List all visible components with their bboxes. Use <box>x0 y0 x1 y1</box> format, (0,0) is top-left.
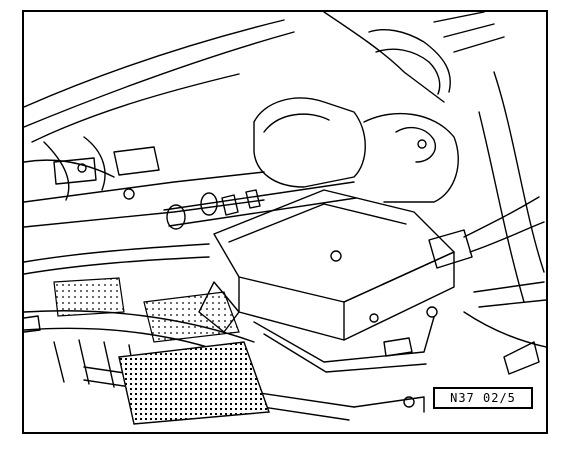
connector <box>428 229 473 269</box>
figure-reference-label: N37 02/5 <box>433 387 533 409</box>
top-right-bracket <box>368 29 451 93</box>
shaft-boot <box>221 189 261 216</box>
right-dome-bolt <box>417 139 427 149</box>
bracket-lower <box>253 316 435 363</box>
drive-shaft-top <box>163 181 355 211</box>
right-fender-1 <box>493 71 545 273</box>
hood-line-3 <box>31 73 240 143</box>
connector-cable <box>463 196 540 238</box>
bracket-clip <box>383 337 413 357</box>
illustration-frame: N37 02/5 <box>22 10 548 434</box>
hood-line-1 <box>24 19 285 108</box>
left-bay-wall-2 <box>24 256 210 275</box>
left-bolt-2 <box>77 163 87 173</box>
drive-shaft-bottom <box>168 197 357 227</box>
control-unit-front <box>238 276 345 341</box>
connector-cable-2 <box>469 221 545 253</box>
left-bay-wall <box>24 243 210 263</box>
radiator-grille <box>118 341 270 425</box>
control-unit-screw <box>330 250 342 262</box>
engine-bay-line-drawing <box>24 12 546 425</box>
lower-bolt <box>403 396 415 408</box>
top-right-panel <box>323 12 445 103</box>
lower-rib-set <box>53 339 138 391</box>
left-hose <box>24 159 115 178</box>
right-wire <box>473 281 546 308</box>
left-small-part <box>113 146 160 176</box>
lower-rail-3 <box>353 396 425 413</box>
right-dome <box>363 112 459 203</box>
top-vent <box>433 12 505 53</box>
cv-joint-left <box>166 204 186 230</box>
left-tube-upper <box>24 171 265 203</box>
hood-line-2 <box>24 31 295 128</box>
left-detail <box>43 136 106 201</box>
control-unit-lid-edge <box>228 203 407 243</box>
booster-inner <box>263 113 330 133</box>
bracket-bolt-2 <box>426 306 438 318</box>
top-right-bracket-inner <box>375 48 441 95</box>
right-dome-cap <box>395 126 436 163</box>
textured-surface-2 <box>53 277 125 317</box>
left-bolt-1 <box>123 188 135 200</box>
right-fender-2 <box>478 111 525 303</box>
bracket-bolt-1 <box>369 313 379 323</box>
control-unit-side <box>343 251 455 341</box>
textured-surface <box>143 291 240 343</box>
right-latch <box>503 341 540 375</box>
left-tube-lower <box>24 199 265 228</box>
lower-left-clip <box>24 315 41 333</box>
bracket-lower-2 <box>263 333 427 373</box>
booster-outline <box>253 97 366 188</box>
left-small-part-2 <box>53 157 97 185</box>
right-fender-3 <box>463 311 546 348</box>
cv-joint-mid <box>200 192 218 216</box>
